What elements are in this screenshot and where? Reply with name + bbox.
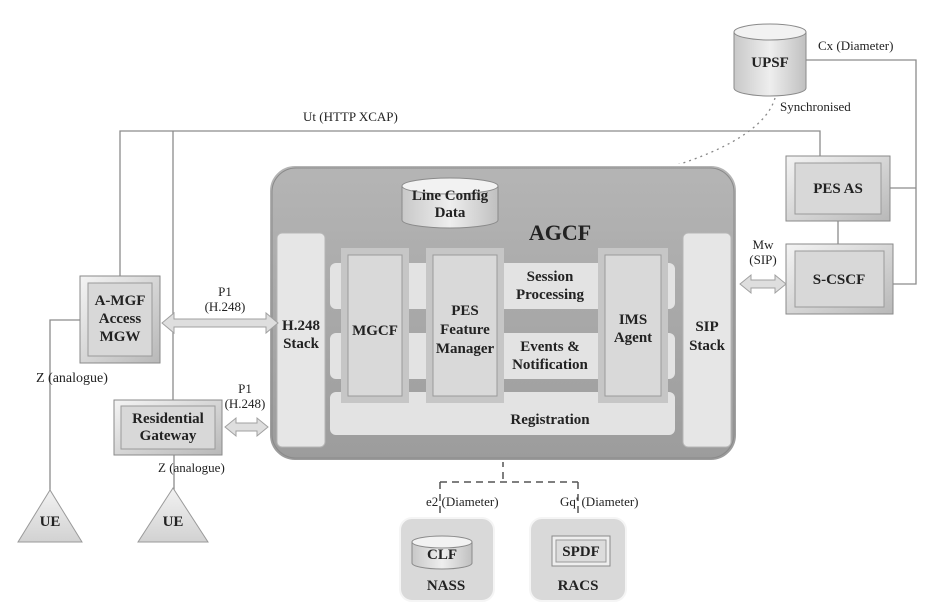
- ims-agent-label-2: Agent: [614, 330, 652, 346]
- registration-layer: [330, 392, 675, 435]
- session-processing-label-2: Processing: [516, 287, 585, 303]
- agcf-title: AGCF: [529, 220, 591, 245]
- connection-lines: [49, 59, 917, 538]
- clf-cylinder: [411, 535, 473, 570]
- ue-label-1: UE: [40, 514, 61, 530]
- events-notification-label-1: Events &: [520, 339, 580, 355]
- p1-top-arrow: [161, 311, 279, 335]
- mw-label-2: (SIP): [749, 252, 776, 267]
- spdf-label: SPDF: [562, 544, 600, 560]
- cx-line: [806, 59, 917, 285]
- h248-stack: [276, 232, 326, 448]
- pes-feature-manager-box: [426, 248, 504, 403]
- p1-bottom-label-1: P1: [238, 381, 252, 396]
- mgcf-label: MGCF: [352, 323, 398, 339]
- line-config-label-1: Line Config: [412, 188, 489, 204]
- ut-line: [119, 130, 821, 278]
- amgf-label-3: MGW: [100, 329, 141, 345]
- spdf-box: [551, 535, 611, 567]
- cx-label: Cx (Diameter): [818, 38, 893, 53]
- s-cscf-box: [785, 243, 894, 315]
- mgcf-box: [341, 248, 409, 403]
- ue-triangle-2: [137, 487, 209, 543]
- sip-stack-label-1: SIP: [695, 319, 718, 335]
- amgf-box: [79, 275, 161, 364]
- p1-top-label-2: (H.248): [205, 299, 246, 314]
- session-processing-label-1: Session: [527, 269, 574, 285]
- registration-label: Registration: [510, 412, 590, 428]
- line-config-label-2: Data: [435, 205, 466, 221]
- z-line-1: [49, 319, 80, 495]
- pes-fm-label-3: Manager: [436, 341, 495, 357]
- e2-label: e2 (Diameter): [426, 494, 499, 509]
- ims-agent-box: [598, 248, 668, 403]
- pes-fm-label-1: PES: [451, 303, 479, 319]
- gq-label: Gq' (Diameter): [560, 494, 639, 509]
- ut-label: Ut (HTTP XCAP): [303, 109, 398, 124]
- mw-label-1: Mw: [753, 237, 775, 252]
- upsf-label: UPSF: [751, 55, 789, 71]
- sip-stack: [682, 232, 732, 448]
- events-notification-label-2: Notification: [512, 357, 588, 373]
- p1-bottom-arrow: [224, 416, 269, 438]
- amgf-label-1: A-MGF: [95, 293, 146, 309]
- synchronised-label: Synchronised: [780, 99, 851, 114]
- h248-stack-label-2: Stack: [283, 336, 319, 352]
- upsf-cylinder: [733, 23, 807, 97]
- rg-label-2: Gateway: [140, 428, 197, 444]
- line-config-data-cylinder: [401, 177, 499, 229]
- p1-top-label-1: P1: [218, 284, 232, 299]
- p1-bottom-label-2: (H.248): [225, 396, 266, 411]
- racs-label: RACS: [558, 578, 599, 594]
- pes-as-label: PES AS: [813, 181, 863, 197]
- ue-triangle-1: [17, 489, 83, 543]
- pes-as-box: [785, 155, 891, 222]
- synchronised-dotted-line: [497, 97, 776, 199]
- amgf-label-2: Access: [99, 311, 142, 327]
- arrows: [161, 273, 787, 438]
- z-analogue-label-1: Z (analogue): [36, 371, 108, 386]
- mw-arrow: [739, 273, 787, 295]
- residential-gateway-box: [113, 399, 223, 456]
- s-cscf-label: S-CSCF: [813, 272, 866, 288]
- z-analogue-label-2: Z (analogue): [158, 460, 225, 475]
- h248-stack-label-1: H.248: [282, 318, 320, 334]
- ue-label-2: UE: [163, 514, 184, 530]
- rg-label-1: Residential: [132, 411, 204, 427]
- nass-label: NASS: [427, 578, 465, 594]
- sip-stack-label-2: Stack: [689, 338, 725, 354]
- clf-label: CLF: [427, 547, 457, 563]
- pes-fm-label-2: Feature: [440, 322, 490, 338]
- ims-agent-label-1: IMS: [619, 312, 647, 328]
